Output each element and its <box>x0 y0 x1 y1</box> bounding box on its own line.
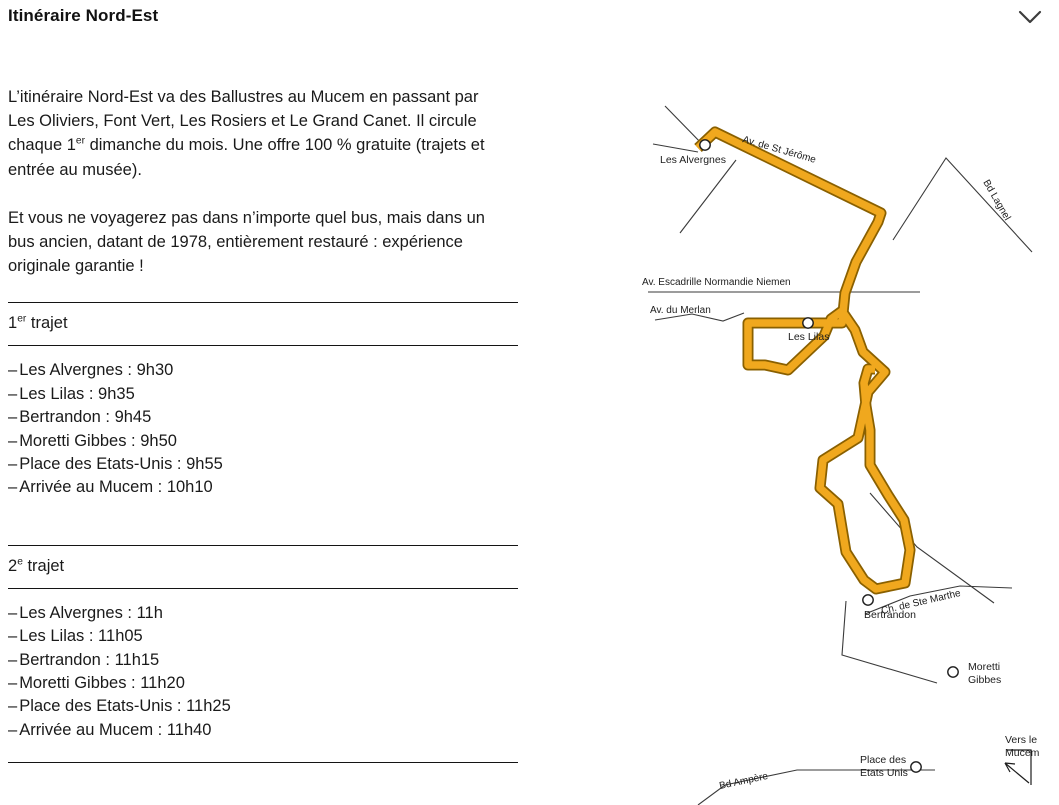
stop-label-gibbes: Gibbes <box>968 674 1001 686</box>
list-item: –Les Alvergnes : 9h30 <box>8 359 513 382</box>
route-map: Av. de St Jérôme Bd Lagnel Av. Escadrill… <box>620 40 1059 805</box>
trajet-2-heading-number: 2 <box>8 556 18 575</box>
list-bullet: – <box>8 408 18 427</box>
list-bullet: – <box>8 650 18 669</box>
street-line-ampere <box>697 769 935 805</box>
stop-marker-place-etats-unis <box>910 761 922 773</box>
street-line-ste-marthe <box>864 585 1013 615</box>
street-line-lagnel <box>892 157 1033 253</box>
list-item: –Moretti Gibbes : 9h50 <box>8 430 513 453</box>
divider-bottom-page <box>8 762 518 764</box>
street-label-av-du-merlan: Av. du Merlan <box>650 305 711 316</box>
stop-label: Bertrandon : 9h45 <box>19 408 152 427</box>
intro-paragraph-1-part1: L’itinéraire Nord-Est va des Ballustres … <box>8 88 479 155</box>
stop-label-etats-unis: Etats Unis <box>860 767 908 779</box>
stop-label: Les Alvergnes : 11h <box>19 603 163 622</box>
intro-paragraph-1-part2: dimanche du mois. Une offre 100 % gratui… <box>8 136 485 179</box>
list-item: –Place des Etats-Unis : 9h55 <box>8 453 513 476</box>
trajet-2-heading: 2e trajet <box>8 546 513 588</box>
spacer <box>8 500 513 545</box>
intro-paragraph-1-superscript: er <box>75 135 85 147</box>
stop-label: Les Lilas : 9h35 <box>19 384 135 403</box>
destination-label-line1: Vers le <box>1005 734 1037 746</box>
stop-label: Place des Etats-Unis : 9h55 <box>19 455 223 474</box>
trajet-1-heading: 1er trajet <box>8 303 513 345</box>
trajet-1-heading-number: 1 <box>8 314 18 333</box>
list-bullet: – <box>8 455 18 474</box>
street-line-alvergnes-w <box>652 143 699 153</box>
list-bullet: – <box>8 478 18 497</box>
trajet-1-stop-list: –Les Alvergnes : 9h30 –Les Lilas : 9h35 … <box>8 346 513 499</box>
list-item: –Place des Etats-Unis : 11h25 <box>8 695 513 718</box>
street-lines <box>648 105 1033 805</box>
street-label-normandie-niemen: Av. Escadrille Normandie Niemen <box>642 277 791 288</box>
page-title: Itinéraire Nord-Est <box>8 6 159 25</box>
street-line-moretti-diag <box>869 492 995 604</box>
street-line-stjerome-branch <box>679 159 737 234</box>
trajet-2-stop-list: –Les Alvergnes : 11h –Les Lilas : 11h05 … <box>8 589 513 742</box>
list-item: –Arrivée au Mucem : 10h10 <box>8 476 513 499</box>
list-bullet: – <box>8 720 18 739</box>
stop-label: Les Alvergnes : 9h30 <box>19 361 174 380</box>
stop-marker-les-lilas <box>802 317 814 329</box>
list-bullet: – <box>8 384 18 403</box>
intro-paragraph-1: L’itinéraire Nord-Est va des Ballustres … <box>8 85 495 182</box>
street-label-bd-ampere: Bd Ampère <box>718 771 769 792</box>
stop-marker-moretti-gibbes <box>947 666 959 678</box>
list-item: –Les Alvergnes : 11h <box>8 602 513 625</box>
itinerary-text-column: L’itinéraire Nord-Est va des Ballustres … <box>8 85 518 764</box>
stop-label-place-des: Place des <box>860 754 906 766</box>
intro-paragraph-2: Et vous ne voyagerez pas dans n’importe … <box>8 208 485 276</box>
stop-label: Moretti Gibbes : 11h20 <box>19 674 185 693</box>
bus-route-casing <box>694 126 916 595</box>
list-bullet: – <box>8 603 18 622</box>
street-line-merlan <box>654 312 745 322</box>
trajet-1-heading-word: trajet <box>26 314 68 333</box>
list-item: –Arrivée au Mucem : 11h40 <box>8 719 513 742</box>
divider-top-trajet-2 <box>8 544 518 546</box>
list-bullet: – <box>8 431 18 450</box>
stop-label-moretti: Moretti <box>968 661 1000 673</box>
list-item: –Bertrandon : 11h15 <box>8 649 513 672</box>
stop-markers <box>699 139 959 773</box>
list-bullet: – <box>8 674 18 693</box>
list-item: –Moretti Gibbes : 11h20 <box>8 672 513 695</box>
list-item: –Les Lilas : 9h35 <box>8 383 513 406</box>
stop-label: Arrivée au Mucem : 11h40 <box>19 720 212 739</box>
divider-bottom-trajet-1 <box>8 345 518 347</box>
bus-route-fill <box>695 128 914 593</box>
stop-label: Place des Etats-Unis : 11h25 <box>19 697 231 716</box>
stop-marker-bertrandon <box>862 594 874 606</box>
trajet-1-heading-superscript: er <box>17 313 27 325</box>
street-line-bertrandon-branch <box>841 600 938 684</box>
stop-label-les-alvergnes: Les Alvergnes <box>660 154 726 166</box>
stop-label: Les Lilas : 11h05 <box>19 627 143 646</box>
stop-label-les-lilas: Les Lilas <box>788 331 829 343</box>
destination-label-line2: Mucem <box>1005 747 1040 759</box>
bus-route-path <box>694 126 916 595</box>
divider-bottom-trajet-2 <box>8 587 518 589</box>
destination-arrow-icon <box>1004 749 1032 785</box>
list-bullet: – <box>8 627 18 646</box>
stop-label: Arrivée au Mucem : 10h10 <box>19 478 213 497</box>
trajet-2-heading-superscript: e <box>17 556 23 568</box>
chevron-down-icon[interactable] <box>1013 4 1047 30</box>
stop-label: Bertrandon : 11h15 <box>19 650 160 669</box>
stop-label: Moretti Gibbes : 9h50 <box>19 431 177 450</box>
list-item: –Les Lilas : 11h05 <box>8 625 513 648</box>
stop-marker-les-alvergnes <box>699 139 711 151</box>
divider-top-trajet-1 <box>8 302 518 304</box>
spacer <box>8 742 513 762</box>
stop-label-bertrandon: Bertrandon <box>864 609 916 621</box>
list-bullet: – <box>8 697 18 716</box>
list-bullet: – <box>8 361 18 380</box>
trajet-2-heading-word: trajet <box>22 556 65 575</box>
list-item: –Bertrandon : 9h45 <box>8 406 513 429</box>
